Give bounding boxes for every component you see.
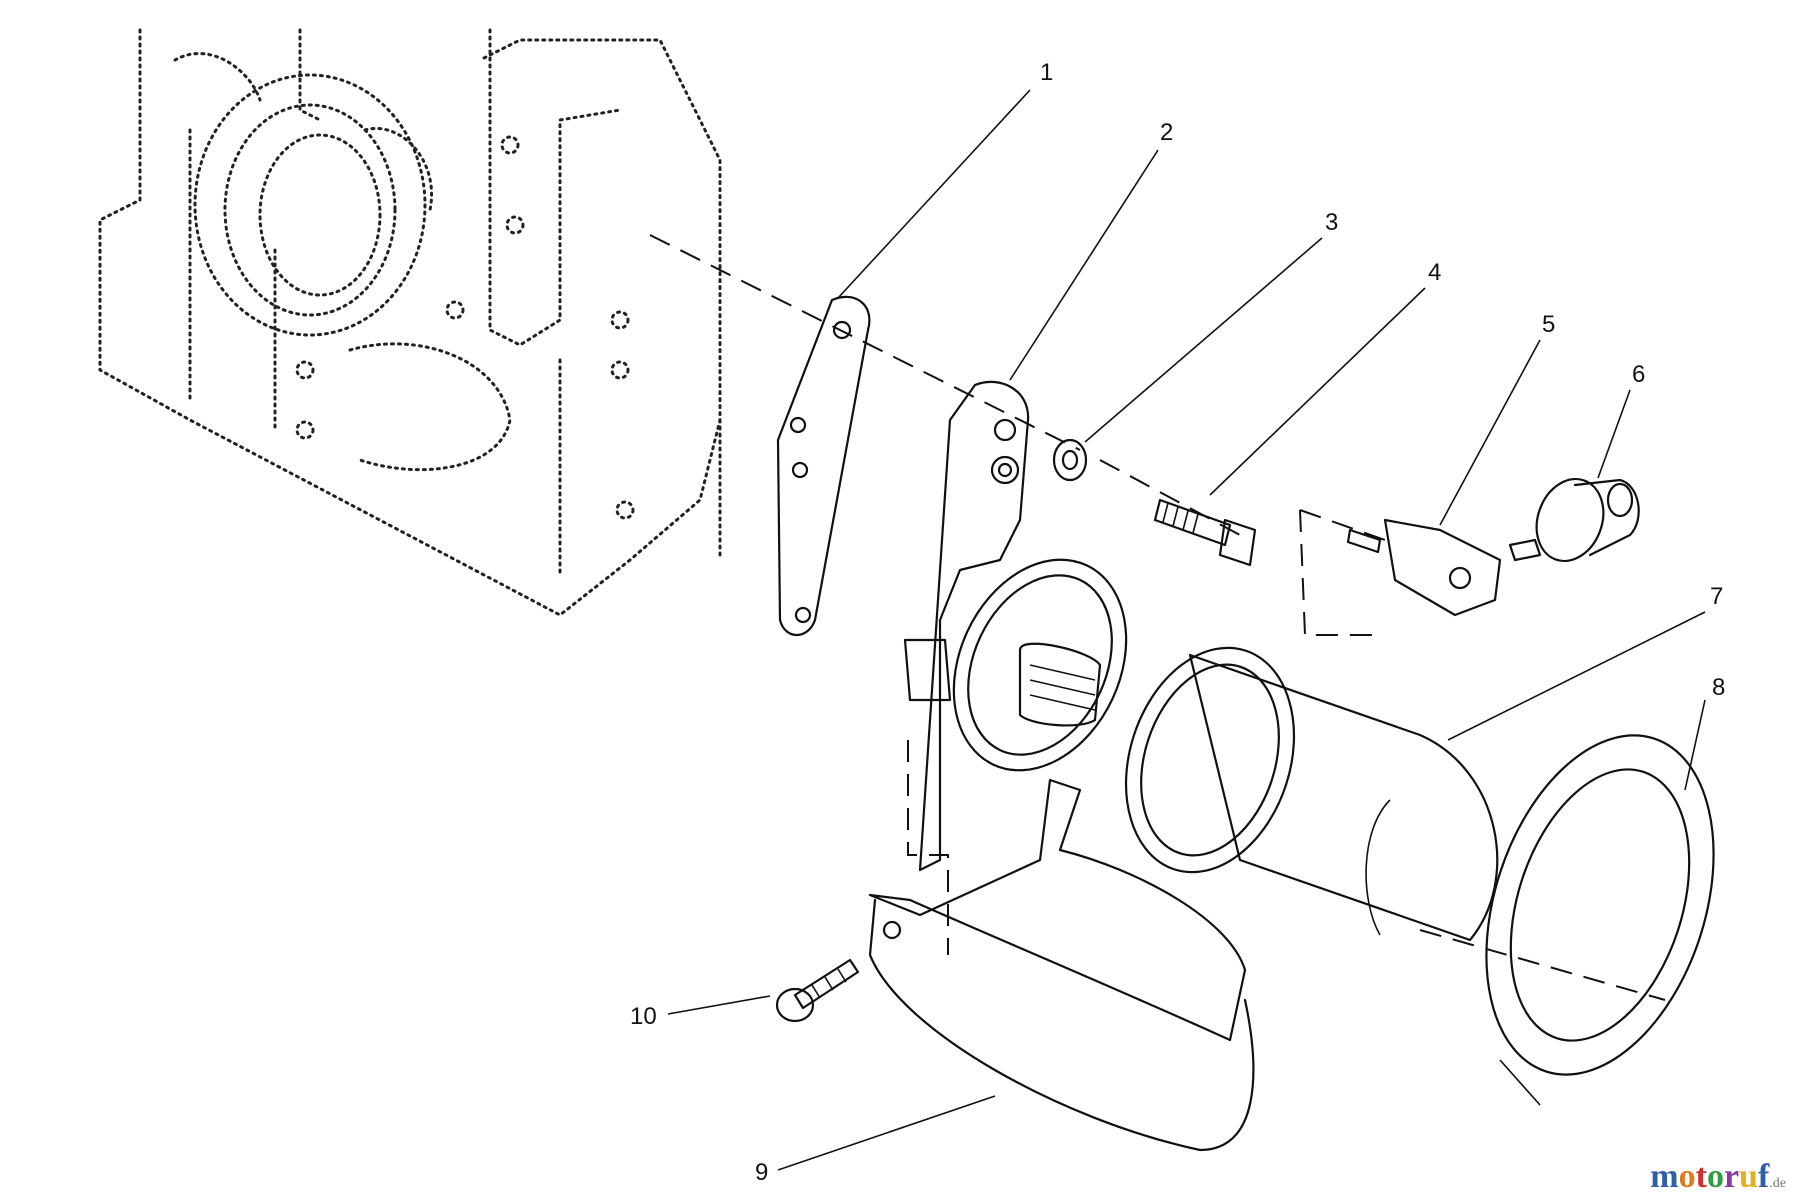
callout-9: 9 xyxy=(755,1159,768,1186)
part-3-washer xyxy=(1052,438,1088,482)
callout-1: 1 xyxy=(1040,59,1053,86)
watermark-letter: m xyxy=(1650,1158,1679,1195)
callout-8: 8 xyxy=(1712,674,1725,701)
part-2-filter-mount-bracket xyxy=(903,380,1128,872)
part-5-sensor xyxy=(1346,518,1502,617)
callout-7: 7 xyxy=(1710,583,1723,610)
callout-10: 10 xyxy=(630,1003,657,1030)
callout-5: 5 xyxy=(1542,311,1555,338)
callout-labels: 1 2 3 4 5 6 7 8 9 10 xyxy=(630,59,1725,1186)
part-7-filter-canister xyxy=(1124,646,1499,942)
watermark-letter: o xyxy=(1678,1158,1696,1195)
watermark-letter: o xyxy=(1706,1158,1724,1195)
watermark-letter: t xyxy=(1695,1158,1707,1195)
part-10-screw xyxy=(775,958,860,1023)
callout-6: 6 xyxy=(1632,361,1645,388)
part-4-bolt xyxy=(1153,498,1257,567)
part-6-fitting xyxy=(1508,477,1640,563)
watermark-letter: r xyxy=(1723,1158,1740,1195)
engine-block-outline xyxy=(98,28,722,617)
watermark-letter: f xyxy=(1757,1158,1770,1195)
part-8-ring-seal xyxy=(1485,734,1715,1106)
brand-watermark-logo: motoruf.de xyxy=(1650,1158,1786,1196)
callout-2: 2 xyxy=(1160,119,1173,146)
part-1-bracket-plate xyxy=(776,295,871,636)
watermark-tld: .de xyxy=(1769,1176,1786,1191)
callout-4: 4 xyxy=(1428,259,1441,286)
watermark-letter: u xyxy=(1739,1158,1758,1195)
leader-lines xyxy=(667,89,1706,1171)
part-9-cradle-strap xyxy=(868,778,1255,1152)
alignment-axis-lines xyxy=(649,234,1666,1001)
callout-3: 3 xyxy=(1325,209,1338,236)
